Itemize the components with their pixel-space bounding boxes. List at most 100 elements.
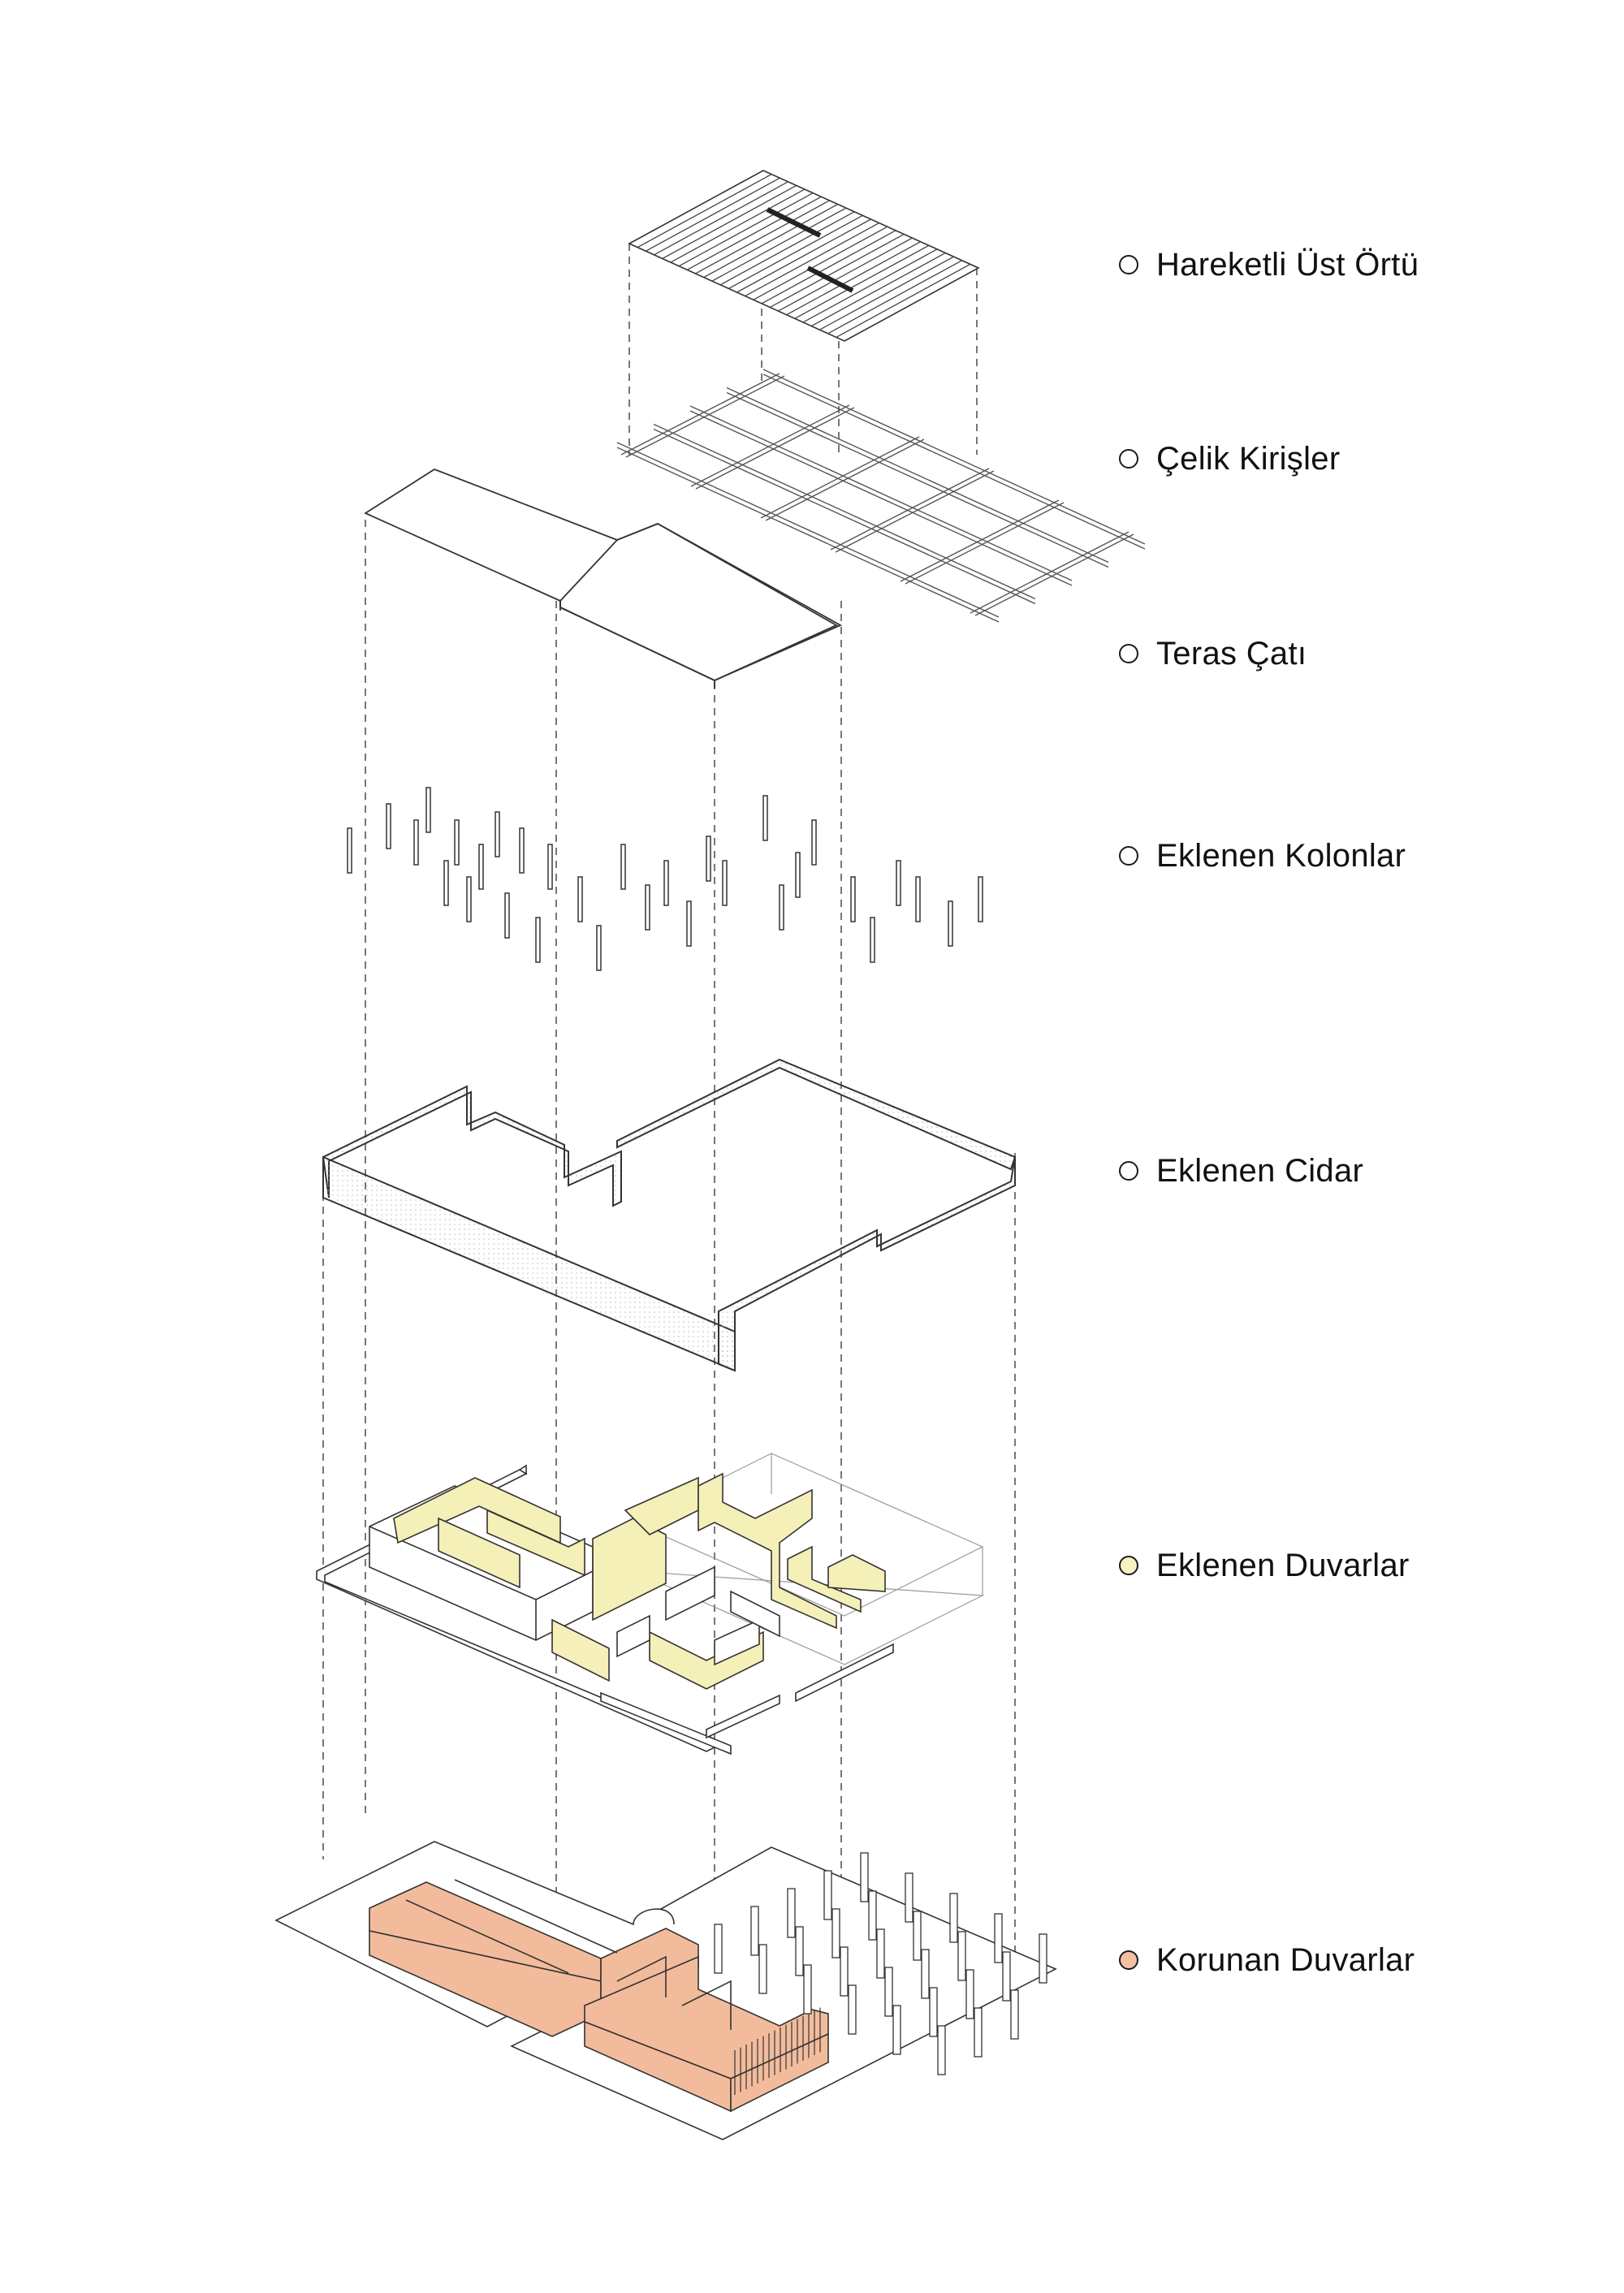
added-column [504, 892, 510, 939]
steel-beam [689, 410, 1073, 586]
ground-column [965, 1969, 974, 2019]
louvre-slat [836, 263, 971, 338]
layer-added-columns [347, 787, 983, 971]
ground-column [994, 1913, 1003, 1963]
legend-item-eklenen-duvarlar: Eklenen Duvarlar [1119, 1541, 1410, 1590]
ground-column [876, 1928, 885, 1979]
layer-added-walls [316, 1453, 985, 1755]
louvre-slat [745, 222, 880, 297]
louvre-slat [761, 230, 896, 304]
ground-column [957, 1931, 966, 1981]
louvre-slat [786, 241, 921, 316]
added-column [722, 860, 728, 906]
louvre-slat [827, 260, 962, 335]
steel-beam [689, 405, 1073, 581]
legend-label: Eklenen Duvarlar [1156, 1547, 1410, 1583]
added-column [706, 836, 711, 882]
ground-column [937, 2025, 946, 2075]
layer-added-envelope [322, 1058, 1017, 1372]
steel-beam [695, 407, 855, 490]
steel-beam [970, 531, 1129, 614]
preserved-slats [734, 2007, 821, 2095]
legend-item-celik-kirisler: Çelik Kirişler [1119, 434, 1340, 483]
steel-beam [765, 438, 925, 521]
legend-label: Hareketli Üst Örtü [1156, 246, 1419, 283]
ground-column [884, 1967, 893, 2017]
louvre-slat [695, 200, 830, 274]
ground-column [974, 2007, 983, 2058]
added-column [495, 811, 500, 857]
legend-dot-icon [1119, 1161, 1138, 1181]
legend-label: Teras Çatı [1156, 635, 1307, 671]
steel-beam [653, 423, 1036, 600]
steel-beam [690, 404, 850, 487]
legend-item-teras-cati: Teras Çatı [1119, 629, 1307, 678]
added-column [795, 852, 801, 898]
steel-beam [726, 391, 1109, 568]
ground-column [848, 1984, 857, 2035]
ground-column [1010, 1989, 1019, 2040]
steel-beam [830, 468, 990, 551]
added-column [347, 827, 352, 874]
legend-item-korunan-duvarlar: Korunan Duvarlar [1119, 1936, 1415, 1984]
added-column [519, 827, 525, 874]
legend-label: Çelik Kirişler [1156, 440, 1341, 477]
louvre-slat [687, 196, 822, 270]
added-column [762, 795, 768, 841]
louvre-slat [703, 203, 839, 279]
louvre-slat [711, 207, 847, 282]
steel-beam [835, 470, 995, 553]
legend-item-eklenen-kolonlar: Eklenen Kolonlar [1119, 831, 1406, 880]
louvre-slats [637, 174, 971, 338]
added-column [443, 860, 449, 906]
louvre-slat [662, 184, 797, 260]
steel-beam [762, 374, 1146, 550]
legend-dot-icon [1119, 846, 1138, 866]
projection-lines [322, 244, 1016, 2062]
added-column [466, 876, 472, 922]
layer-movable-cover [628, 170, 980, 342]
added-column [978, 876, 983, 922]
louvre-slat [670, 188, 806, 263]
legend-item-hareketli-ust-ortu: Hareketli Üst Örtü [1119, 240, 1419, 289]
ground-column [714, 1924, 723, 1974]
added-column [620, 844, 626, 890]
legend-label: Eklenen Cidar [1156, 1152, 1364, 1189]
louvre-slat [753, 226, 888, 300]
steel-beam [625, 375, 785, 458]
added-column [535, 917, 541, 963]
added-column [596, 925, 602, 971]
ground-column [949, 1893, 958, 1943]
legend-dot-icon [1119, 644, 1138, 663]
ground-column [1039, 1933, 1047, 1984]
added-column [811, 819, 817, 866]
ground-column [840, 1946, 849, 1997]
steel-beam [900, 499, 1060, 582]
louvre-slat [646, 177, 780, 252]
steel-beam [616, 447, 1000, 623]
added-column [870, 917, 875, 963]
ground-column [823, 1870, 832, 1920]
legend-dot-icon [1119, 1556, 1138, 1575]
added-column [948, 900, 953, 947]
ground-column [795, 1926, 804, 1976]
ground-column [905, 1872, 914, 1923]
steel-beam [974, 533, 1134, 616]
ground-column [1002, 1951, 1011, 2002]
layer-preserved-walls [274, 1841, 1057, 2140]
added-column [779, 884, 784, 931]
layer-terrace-roof [364, 468, 843, 689]
ground-column [787, 1888, 796, 1938]
legend-item-eklenen-cidar: Eklenen Cidar [1119, 1146, 1363, 1195]
steel-beam [653, 428, 1036, 605]
beam-grid [616, 369, 1146, 623]
steel-beam [726, 386, 1109, 564]
louvre-slat [678, 192, 814, 267]
steel-beam [762, 369, 1146, 545]
louvre-slat [736, 218, 871, 293]
steel-beam [905, 502, 1065, 585]
ground-column [750, 1906, 759, 1956]
added-column [850, 876, 856, 922]
legend-dot-icon [1119, 255, 1138, 274]
added-column [577, 876, 583, 922]
